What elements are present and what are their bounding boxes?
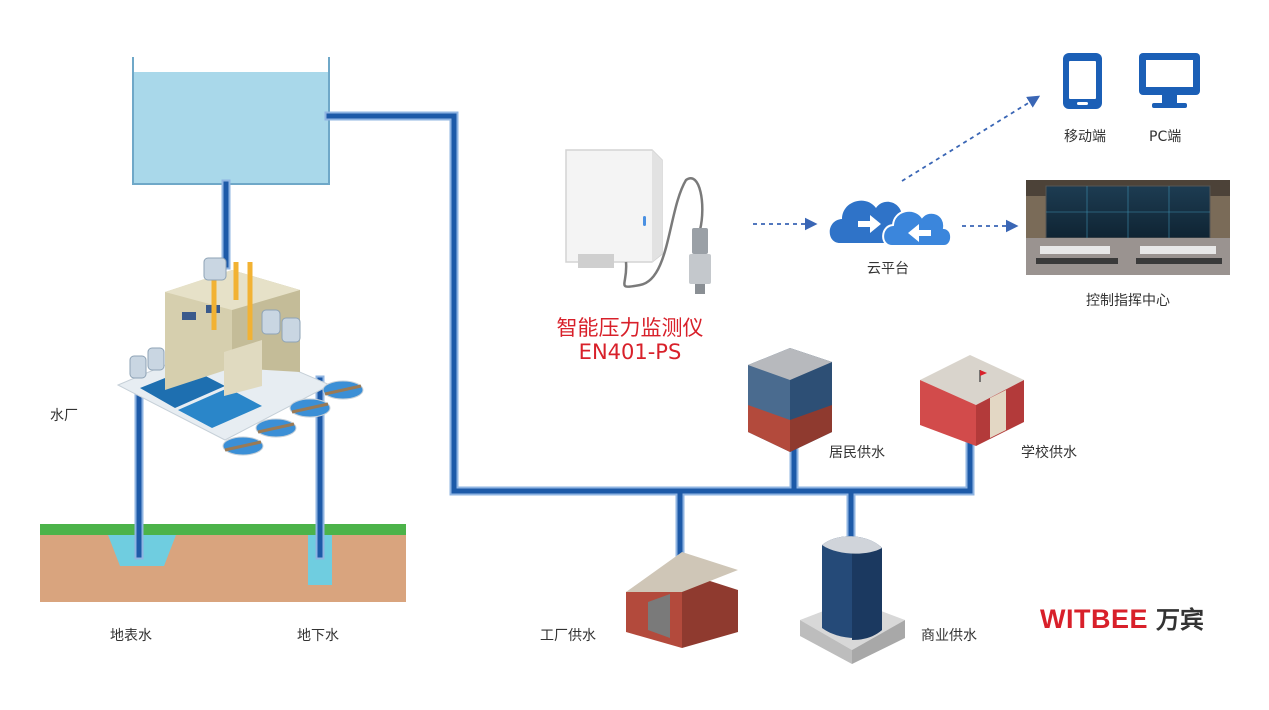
- device-model: EN401-PS: [578, 340, 682, 364]
- monitor-icon: [1139, 53, 1200, 108]
- label-cloud-platform: 云平台: [867, 261, 909, 277]
- command-center-image: [1026, 180, 1230, 275]
- water-tank: [132, 57, 330, 185]
- label-water-plant: 水厂: [50, 408, 78, 424]
- water-plant-illustration: [116, 257, 364, 456]
- pressure-monitor-device: [565, 149, 711, 294]
- cloud-icon: [829, 200, 953, 247]
- label-ground-water: 地下水: [297, 628, 339, 644]
- factory-building: [626, 552, 738, 648]
- brand-logo: WITBEE 万宾: [1040, 600, 1204, 635]
- label-command-center: 控制指挥中心: [1086, 293, 1170, 309]
- pipe-network: [134, 111, 975, 560]
- label-surface-water: 地表水: [110, 628, 152, 644]
- commercial-building: [800, 536, 905, 664]
- brand-logo-cn: 万宾: [1156, 607, 1204, 634]
- cloud-to-terminals-arrow: [901, 95, 1041, 182]
- mobile-phone-icon: [1063, 53, 1102, 109]
- label-school: 学校供水: [1021, 445, 1077, 461]
- school-building: [920, 355, 1024, 446]
- device-name: 智能压力监测仪: [556, 316, 704, 340]
- brand-logo-en: WITBEE: [1040, 604, 1148, 634]
- soil: [40, 524, 406, 602]
- label-factory: 工厂供水: [540, 628, 596, 644]
- residential-building: [748, 348, 832, 452]
- ground: [40, 524, 406, 602]
- label-commercial: 商业供水: [921, 628, 977, 644]
- sensor-cable: [623, 177, 704, 288]
- label-mobile: 移动端: [1064, 129, 1106, 145]
- label-pc: PC端: [1149, 129, 1182, 145]
- label-residential: 居民供水: [829, 445, 885, 461]
- pressure-sensor: [695, 284, 705, 294]
- status-led: [643, 216, 646, 226]
- grass: [40, 524, 406, 535]
